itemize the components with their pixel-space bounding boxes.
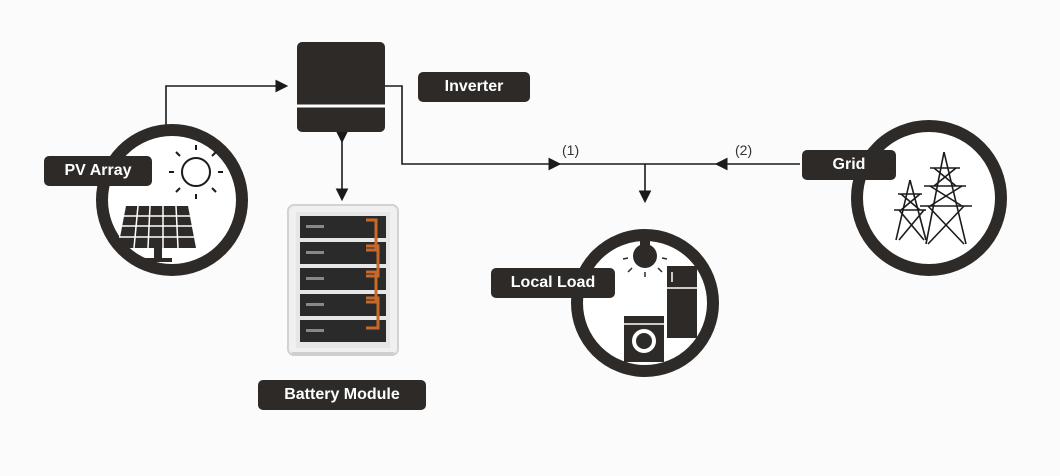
battery-cables bbox=[366, 218, 380, 330]
connection-lines bbox=[165, 79, 800, 204]
inverter-body bbox=[297, 42, 385, 132]
local-load-label: Local Load bbox=[491, 268, 615, 298]
battery-rows bbox=[300, 216, 386, 342]
pv-array-label: PV Array bbox=[44, 156, 152, 186]
solar-panel-icon bbox=[118, 205, 196, 262]
inverter-label: Inverter bbox=[418, 72, 530, 102]
washing-machine-icon bbox=[624, 316, 664, 362]
pv-array-node bbox=[96, 124, 248, 276]
pv-to-inverter-line bbox=[165, 79, 289, 128]
inverter-output-line bbox=[385, 85, 562, 171]
pv-circle-ring bbox=[96, 124, 248, 276]
grid-circle-ring bbox=[851, 120, 1007, 276]
light-bulb-icon bbox=[622, 238, 668, 277]
sun-icon bbox=[169, 145, 223, 199]
battery-module-unit bbox=[287, 204, 399, 356]
battery-module-label: Battery Module bbox=[258, 380, 426, 410]
grid-label: Grid bbox=[802, 150, 896, 180]
local-load-node bbox=[571, 229, 719, 377]
battery-indicators bbox=[306, 225, 324, 332]
grid-node bbox=[851, 120, 1007, 276]
transmission-tower-icon bbox=[894, 151, 972, 245]
refrigerator-icon bbox=[667, 266, 697, 338]
inverter-unit bbox=[297, 42, 385, 132]
flow-2-label: (2) bbox=[735, 142, 753, 158]
flow-1-label: (1) bbox=[562, 142, 580, 158]
